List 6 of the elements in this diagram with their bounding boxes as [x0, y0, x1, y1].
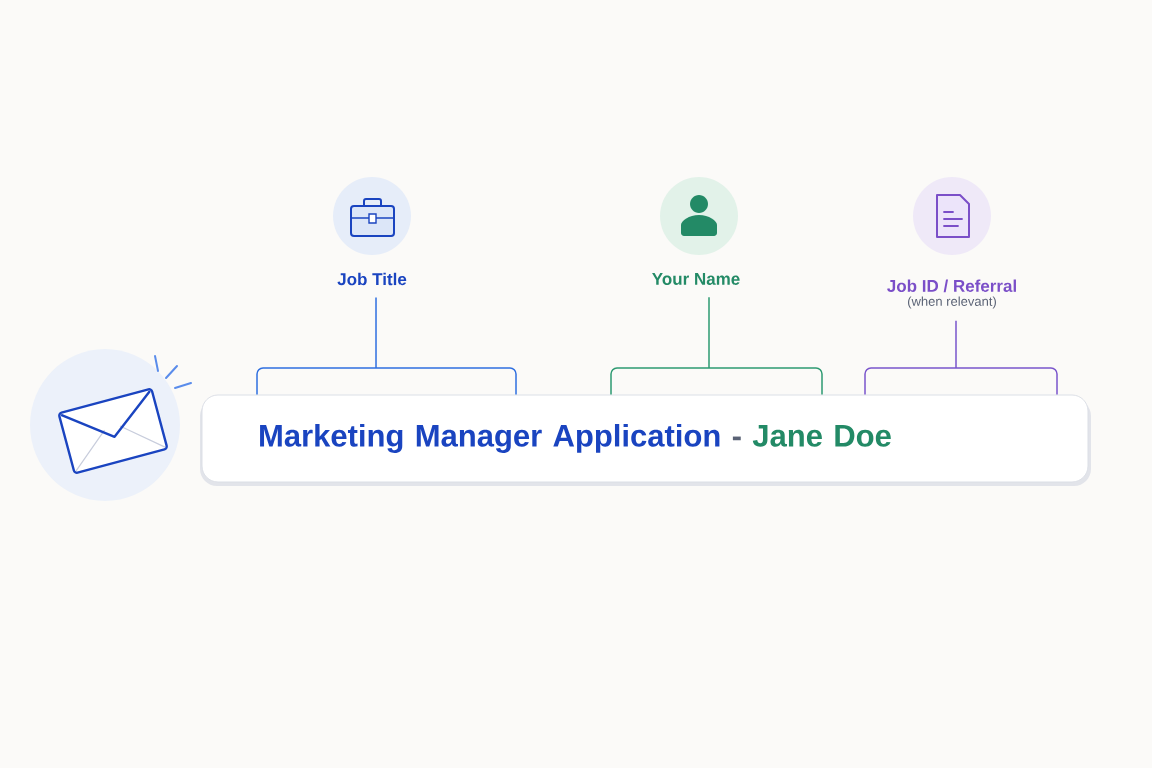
- field-label: Job Title: [337, 272, 407, 286]
- field-label: Job ID / Referral (when relevant): [887, 279, 1016, 309]
- field-label: Your Name: [652, 273, 740, 285]
- bracket-connector: [610, 296, 823, 396]
- bracket-connector: [256, 296, 517, 396]
- bracket-connector: [864, 319, 1058, 396]
